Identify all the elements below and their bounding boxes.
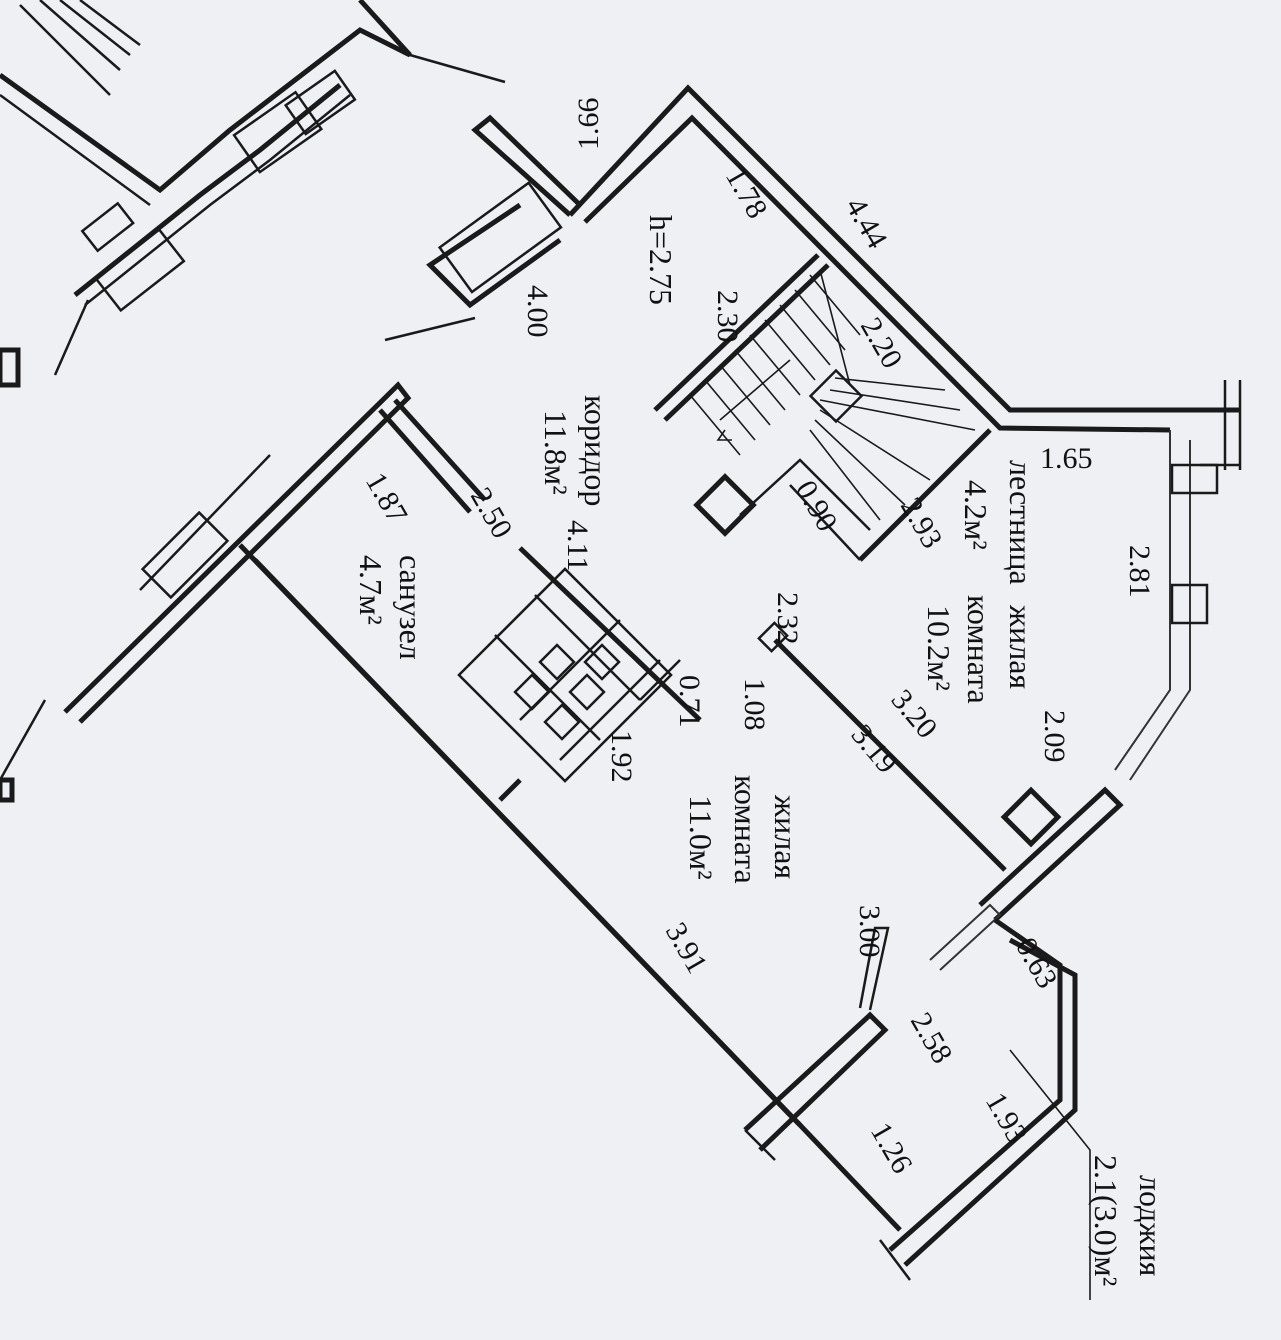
dim-15: 0.71 xyxy=(673,675,706,728)
living2-name-b: комната xyxy=(728,775,764,884)
loggia-name: лоджия xyxy=(1133,1175,1169,1277)
dim-8: 0.90 xyxy=(789,475,844,537)
living1-name-b: комната xyxy=(961,595,997,704)
dim-17: 1.92 xyxy=(605,730,638,783)
dim-19: 3.19 xyxy=(845,718,904,779)
dim-24: 2.58 xyxy=(904,1007,959,1069)
living2-area: 11.0м² xyxy=(683,795,719,880)
staircase xyxy=(689,269,976,521)
room-labels: h=2.75 коридор 11.8м² санузел 4.7м² лест… xyxy=(353,215,1169,1286)
living1-area: 10.2м² xyxy=(921,605,957,691)
corridor-area: 11.8м² xyxy=(538,410,574,495)
dim-26: 1.26 xyxy=(864,1117,919,1179)
living2-name-a: жилая xyxy=(768,794,804,879)
living1-name-a: жилая xyxy=(1003,604,1039,689)
dim-6: 2.20 xyxy=(854,312,909,374)
dim-2: 1.78 xyxy=(719,162,774,224)
dim-5: 2.30 xyxy=(711,290,744,343)
dim-18: 3.20 xyxy=(885,683,944,744)
dim-10: 2.81 xyxy=(1123,545,1156,598)
stair-area: 4.2м² xyxy=(958,480,994,550)
dim-7: 1.65 xyxy=(1040,442,1093,475)
dim-20: 2.09 xyxy=(1038,710,1071,763)
dim-14: 2.32 xyxy=(771,592,804,645)
dim-21: 3.91 xyxy=(659,917,714,979)
ceiling-height: h=2.75 xyxy=(643,215,679,305)
dim-22: 3.00 xyxy=(853,905,886,958)
dim-12: 2.50 xyxy=(464,482,519,544)
exterior-walls xyxy=(63,84,1242,1300)
bathroom-name: санузел xyxy=(393,555,429,660)
kitchen-grid xyxy=(457,567,673,783)
dim-11: 1.87 xyxy=(359,467,414,529)
dim-25: 1.93 xyxy=(979,1087,1034,1149)
loggia-area: 2.1(3.0)м² xyxy=(1088,1155,1124,1286)
bathroom-area: 4.7м² xyxy=(353,555,389,625)
stair-name: лестница xyxy=(1003,460,1039,585)
interior-walls xyxy=(498,253,1007,872)
dim-16: 1.08 xyxy=(738,678,771,731)
neighbour-unit xyxy=(0,0,506,803)
dim-4: 4.00 xyxy=(521,285,554,338)
corridor-name: коридор xyxy=(578,395,614,506)
dim-13: 4.11 xyxy=(561,520,594,571)
dim-1: 1.66 xyxy=(572,98,605,151)
